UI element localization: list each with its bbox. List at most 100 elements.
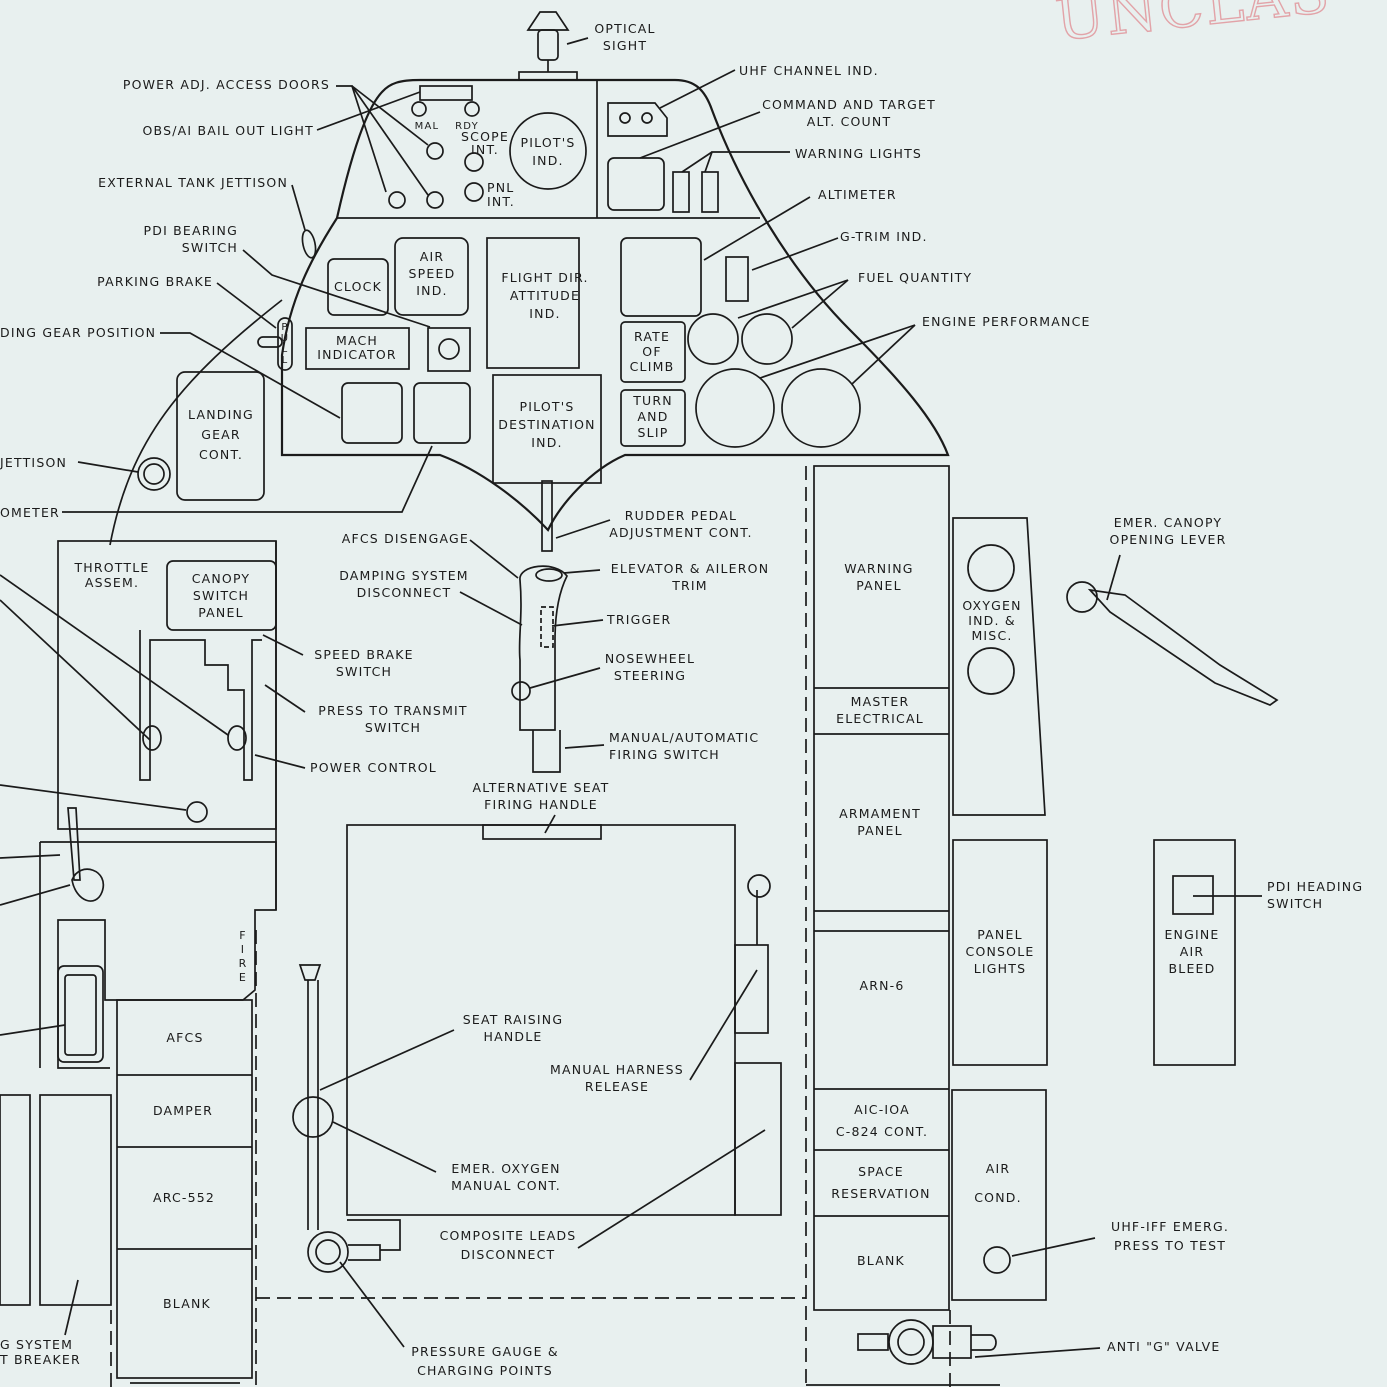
- label-line: BLEED: [1169, 961, 1216, 976]
- label-line: ENGINE: [1164, 927, 1219, 942]
- label-line: FLIGHT DIR.: [501, 270, 588, 285]
- label-line: DESTINATION: [498, 417, 595, 432]
- label-line: CANOPY: [192, 571, 251, 586]
- label-line: TRIGGER: [606, 612, 671, 627]
- label-line: ARMAMENT: [839, 806, 921, 821]
- label-parking-brake: PARKING BRAKE: [97, 274, 213, 289]
- label-rudder-pedal: RUDDER PEDAL ADJUSTMENT CONT.: [609, 508, 752, 540]
- label-line: IND.: [532, 153, 563, 168]
- label-line: PANEL: [977, 927, 1023, 942]
- label-line: ALTIMETER: [818, 187, 897, 202]
- label-line: RDY: [455, 121, 479, 132]
- label-line: PANEL: [198, 605, 244, 620]
- label-line: DAMPING SYSTEM: [339, 568, 469, 583]
- label-line: INT.: [487, 194, 515, 209]
- label-trigger: TRIGGER: [606, 612, 671, 627]
- label-line: RELEASE: [585, 1079, 649, 1094]
- label-landing-gear-position: DING GEAR POSITION: [0, 325, 156, 340]
- label-line: P: [281, 322, 288, 333]
- optical-sight: [518, 11, 578, 81]
- label-power-adj-access-doors: POWER ADJ. ACCESS DOORS: [123, 77, 330, 92]
- panel-damper: DAMPER: [153, 1103, 213, 1118]
- panel-arn6: ARN-6: [859, 978, 904, 993]
- label-line: IND.: [416, 283, 447, 298]
- label-line: ANTI "G" VALVE: [1107, 1339, 1221, 1354]
- label-uhf-iff-emerg: UHF-IFF EMERG.PRESS TO TEST: [1111, 1219, 1229, 1253]
- label-elevator-aileron-trim: ELEVATOR & AILERON TRIM: [611, 561, 770, 593]
- label-line: AIR: [986, 1161, 1011, 1176]
- label-line: SLIP: [638, 425, 669, 440]
- label-line: POWER ADJ. ACCESS DOORS: [123, 77, 330, 92]
- label-line: SWITCH: [193, 588, 249, 603]
- label-line: BLANK: [163, 1296, 211, 1311]
- panel-warning-panel: WARNING PANEL: [844, 561, 913, 593]
- label-line: AIR: [1180, 944, 1205, 959]
- label-line: IND.: [529, 306, 560, 321]
- label-line: RATE: [634, 329, 670, 344]
- label-line: IND. &: [968, 613, 1016, 628]
- label-fuel-quantity: FUEL QUANTITY: [858, 270, 972, 285]
- label-line: COMMAND AND TARGET: [762, 97, 936, 112]
- label-line: OXYGEN: [962, 598, 1021, 613]
- panel-arc552: ARC-552: [153, 1190, 215, 1205]
- label-line: NOSEWHEEL: [605, 651, 695, 666]
- label-line: G-TRIM IND.: [840, 229, 928, 244]
- label-line: OPTICAL: [594, 21, 655, 36]
- panel-c824: C-824 CONT.: [836, 1124, 928, 1139]
- label-line: PRESSURE GAUGE &: [411, 1344, 559, 1359]
- label-line: IND.: [531, 435, 562, 450]
- label-line: L: [282, 355, 289, 366]
- label-line: PRESS TO TEST: [1114, 1238, 1226, 1253]
- panel-clock: CLOCK: [334, 279, 382, 294]
- instrument-panel: [109, 78, 950, 552]
- label-line: RUDDER PEDAL: [625, 508, 737, 523]
- label-line: DISCONNECT: [461, 1247, 556, 1262]
- label-line: PANEL: [856, 578, 902, 593]
- label-line: LIGHTS: [974, 961, 1027, 976]
- label-line: PDI BEARING: [144, 223, 238, 238]
- label-warning-lights: WARNING LIGHTS: [795, 146, 922, 161]
- label-line: PNL: [487, 180, 514, 195]
- label-line: CONT.: [199, 447, 243, 462]
- panel-engine-air-bleed: ENGINE AIR BLEED: [1164, 927, 1219, 976]
- label-line: EMER. OXYGEN: [451, 1161, 560, 1176]
- label-line: PARKING BRAKE: [97, 274, 213, 289]
- label-line: SPEED BRAKE: [314, 647, 413, 662]
- label-line: EMER. CANOPY: [1114, 515, 1223, 530]
- label-jettison: JETTISON: [0, 455, 67, 470]
- label-line: PILOT'S: [520, 399, 575, 414]
- label-line: ELEVATOR & AILERON: [611, 561, 770, 576]
- label-line: TRIM: [671, 578, 708, 593]
- label-line: TURN: [632, 393, 673, 408]
- label-line: I: [241, 943, 245, 956]
- label-line: U: [281, 333, 290, 344]
- label-line: FUEL QUANTITY: [858, 270, 972, 285]
- label-afcs-disengage: AFCS DISENGAGE: [342, 531, 469, 546]
- label-line: WARNING: [844, 561, 913, 576]
- label-line: ALT. COUNT: [807, 114, 892, 129]
- label-line: AIR: [420, 249, 445, 264]
- label-line: ELECTRICAL: [836, 711, 924, 726]
- label-line: OF: [642, 344, 661, 359]
- label-line: ASSEM.: [85, 575, 139, 590]
- panel-canopy-switch-panel: CANOPY SWITCH PANEL: [192, 571, 251, 620]
- panel-blank-right: BLANK: [857, 1253, 905, 1268]
- label-line: AIC-IOA: [854, 1102, 910, 1117]
- label-line: ADJUSTMENT CONT.: [609, 525, 752, 540]
- label-line: BLANK: [857, 1253, 905, 1268]
